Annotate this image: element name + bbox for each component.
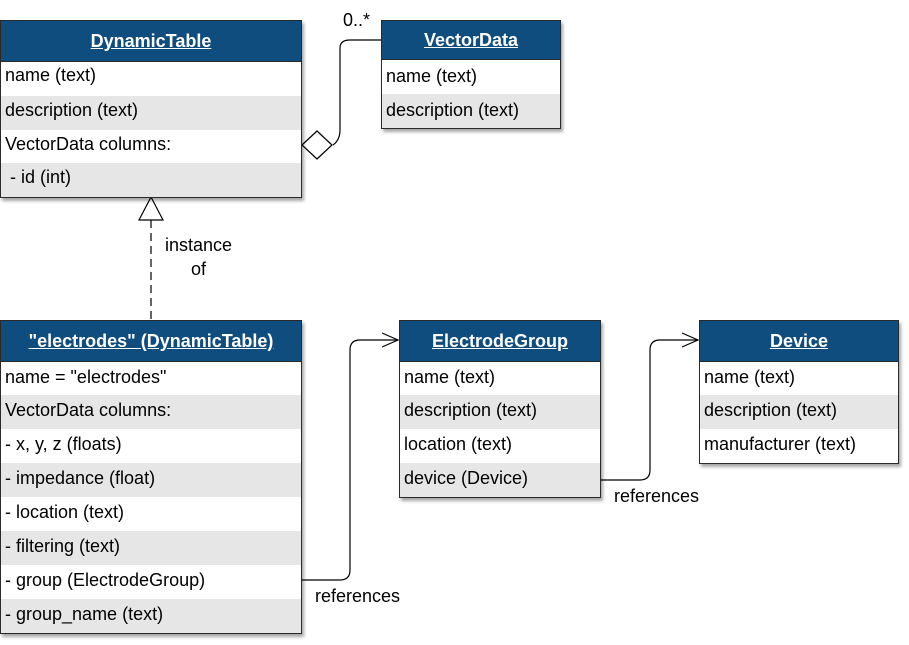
class-title: Device — [700, 321, 898, 362]
class-row: device (Device) — [400, 463, 600, 497]
class-row: - location (text) — [1, 497, 301, 531]
class-vector-data: VectorData name (text) description (text… — [381, 20, 561, 129]
class-row: description (text) — [1, 96, 301, 130]
class-row: description (text) — [700, 395, 898, 429]
class-electrodes: "electrodes" (DynamicTable) name = "elec… — [0, 320, 302, 634]
class-rows: name (text) description (text) manufactu… — [700, 362, 898, 463]
class-rows: name (text) description (text) VectorDat… — [1, 62, 301, 197]
class-title: DynamicTable — [1, 21, 301, 62]
class-row: - group (ElectrodeGroup) — [1, 565, 301, 599]
class-row: description (text) — [382, 94, 560, 128]
reference-arrow-device — [681, 332, 700, 348]
class-rows: name (text) description (text) — [382, 60, 560, 128]
reference-line-device — [601, 339, 698, 481]
class-row: VectorData columns: — [1, 130, 301, 163]
instance-of-label-line2: of — [191, 259, 207, 279]
class-row: location (text) — [400, 429, 600, 463]
class-row: - impedance (float) — [1, 463, 301, 497]
class-row: manufacturer (text) — [700, 429, 898, 463]
aggregation-diamond — [301, 130, 333, 160]
class-row: - id (int) — [1, 163, 301, 197]
class-row: - filtering (text) — [1, 531, 301, 565]
class-dynamic-table: DynamicTable name (text) description (te… — [0, 20, 302, 198]
class-row: name (text) — [400, 362, 600, 395]
class-rows: name = "electrodes" VectorData columns: … — [1, 362, 301, 633]
inheritance-triangle — [138, 195, 164, 221]
class-row: - x, y, z (floats) — [1, 429, 301, 463]
reference-arrow-group — [381, 332, 400, 348]
class-row: VectorData columns: — [1, 395, 301, 429]
multiplicity-label: 0..* — [343, 10, 371, 30]
reference-line-group — [301, 339, 398, 581]
class-row: name = "electrodes" — [1, 362, 301, 395]
aggregation-line — [332, 39, 381, 146]
class-title: ElectrodeGroup — [400, 321, 600, 362]
class-row: name (text) — [1, 62, 301, 96]
class-electrode-group: ElectrodeGroup name (text) description (… — [399, 320, 601, 498]
class-row: name (text) — [700, 362, 898, 395]
references-label-group: references — [315, 586, 401, 606]
references-label-device: references — [614, 486, 700, 506]
class-device: Device name (text) description (text) ma… — [699, 320, 899, 464]
class-row: description (text) — [400, 395, 600, 429]
class-row: name (text) — [382, 60, 560, 94]
class-rows: name (text) description (text) location … — [400, 362, 600, 497]
instance-of-label-line1: instance — [165, 235, 233, 255]
class-row: - group_name (text) — [1, 599, 301, 633]
class-title: VectorData — [382, 21, 560, 60]
class-title: "electrodes" (DynamicTable) — [1, 321, 301, 362]
